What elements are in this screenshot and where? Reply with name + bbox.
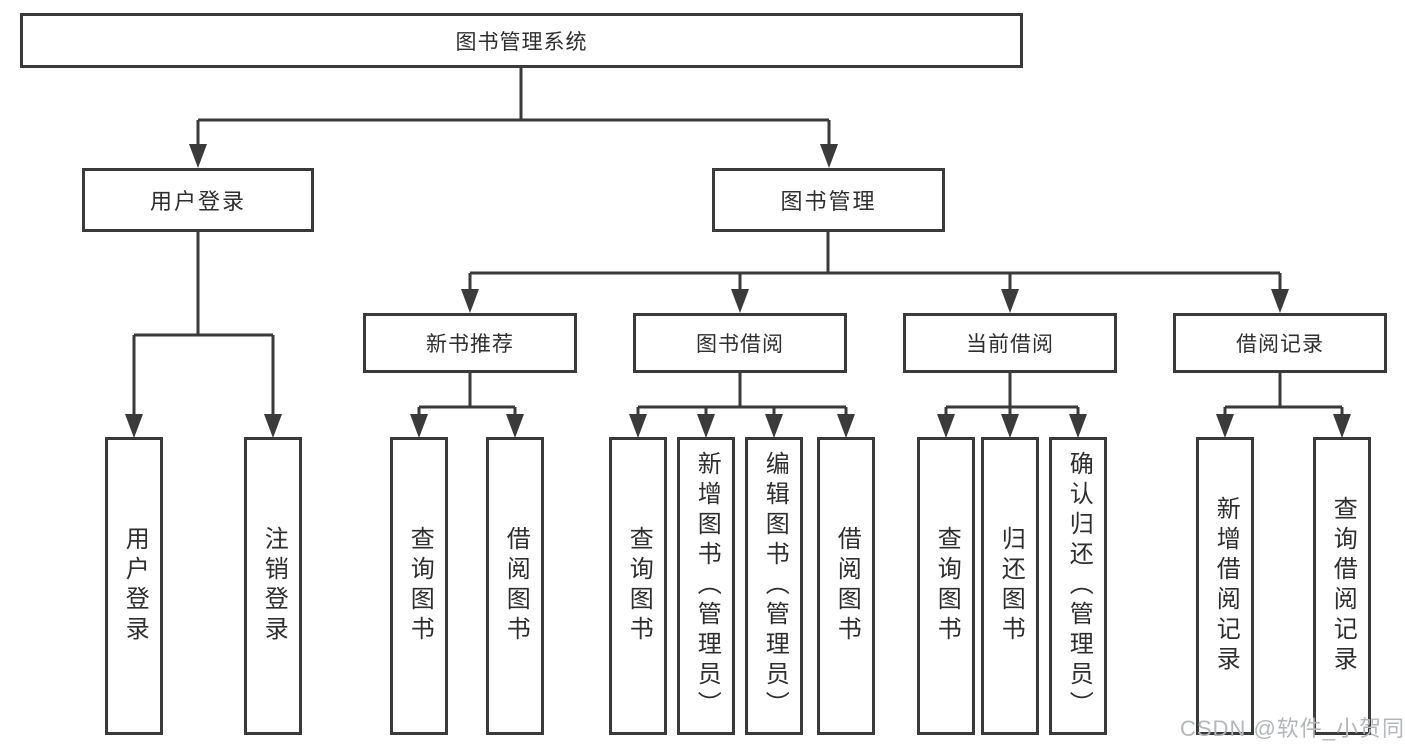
- node-borrowing-records: 借阅记录: [1173, 313, 1387, 373]
- node-logout: 注销登录: [244, 437, 302, 735]
- node-confirm-return-admin: 确认归还（管理员）: [1049, 437, 1107, 735]
- node-label: 用户登录: [121, 526, 149, 646]
- arrowhead: [264, 414, 282, 438]
- node-return-books: 归还图书: [981, 437, 1039, 735]
- node-label: 查询图书: [406, 526, 434, 646]
- node-label: 确认归还（管理员）: [1065, 451, 1093, 721]
- arrowhead: [731, 289, 749, 313]
- arrowhead: [629, 414, 647, 438]
- node-label: 新增借阅记录: [1212, 496, 1240, 676]
- node-query-books-borrowing: 查询图书: [609, 437, 667, 735]
- node-borrow-books-recommend: 借阅图书: [486, 437, 544, 735]
- node-query-books-current: 查询图书: [917, 437, 975, 735]
- node-label: 注销登录: [260, 526, 288, 646]
- csdn-watermark: CSDN @软件_小贺同学: [1180, 716, 1405, 741]
- node-label: 借阅记录: [1236, 333, 1324, 356]
- node-user-login: 用户登录: [82, 168, 314, 232]
- arrowhead: [1271, 289, 1289, 313]
- node-label: 当前借阅: [966, 333, 1054, 356]
- node-label: 借阅图书: [833, 526, 861, 646]
- arrowhead: [410, 414, 428, 438]
- node-label: 编辑图书（管理员）: [761, 451, 789, 721]
- arrowhead: [461, 289, 479, 313]
- node-book-borrowing: 图书借阅: [633, 313, 847, 373]
- node-label: 查询图书: [625, 526, 653, 646]
- arrowhead: [1001, 289, 1019, 313]
- node-library-management-system: 图书管理系统: [20, 13, 1023, 68]
- node-label: 归还图书: [997, 526, 1025, 646]
- arrowhead: [506, 414, 524, 438]
- node-book-management: 图书管理: [712, 168, 945, 232]
- arrowhead: [697, 414, 715, 438]
- arrowhead: [937, 414, 955, 438]
- node-current-borrowing: 当前借阅: [903, 313, 1117, 373]
- arrowhead: [1001, 414, 1019, 438]
- node-label: 用户登录: [149, 189, 246, 214]
- arrowhead: [125, 414, 143, 438]
- node-label: 新书推荐: [426, 333, 514, 356]
- node-edit-book-admin: 编辑图书（管理员）: [745, 437, 803, 735]
- node-label: 图书管理系统: [455, 30, 588, 54]
- node-query-books-recommend: 查询图书: [390, 437, 448, 735]
- arrowhead: [765, 414, 783, 438]
- arrowhead: [1216, 414, 1234, 438]
- arrowhead: [837, 414, 855, 438]
- arrowhead: [820, 144, 838, 168]
- node-add-book-admin: 新增图书（管理员）: [677, 437, 735, 735]
- node-query-borrow-record: 查询借阅记录: [1313, 437, 1371, 735]
- arrowhead: [1333, 414, 1351, 438]
- node-label: 图书管理: [780, 189, 877, 214]
- node-label: 查询借阅记录: [1329, 496, 1357, 676]
- node-add-borrow-record: 新增借阅记录: [1196, 437, 1254, 735]
- node-label: 查询图书: [933, 526, 961, 646]
- node-new-book-recommendation: 新书推荐: [363, 313, 577, 373]
- arrowhead: [1069, 414, 1087, 438]
- node-borrow-books: 借阅图书: [817, 437, 875, 735]
- node-user-login-leaf: 用户登录: [105, 437, 163, 735]
- node-label: 图书借阅: [696, 333, 784, 356]
- arrowhead: [189, 144, 207, 168]
- node-label: 借阅图书: [502, 526, 530, 646]
- node-label: 新增图书（管理员）: [693, 451, 721, 721]
